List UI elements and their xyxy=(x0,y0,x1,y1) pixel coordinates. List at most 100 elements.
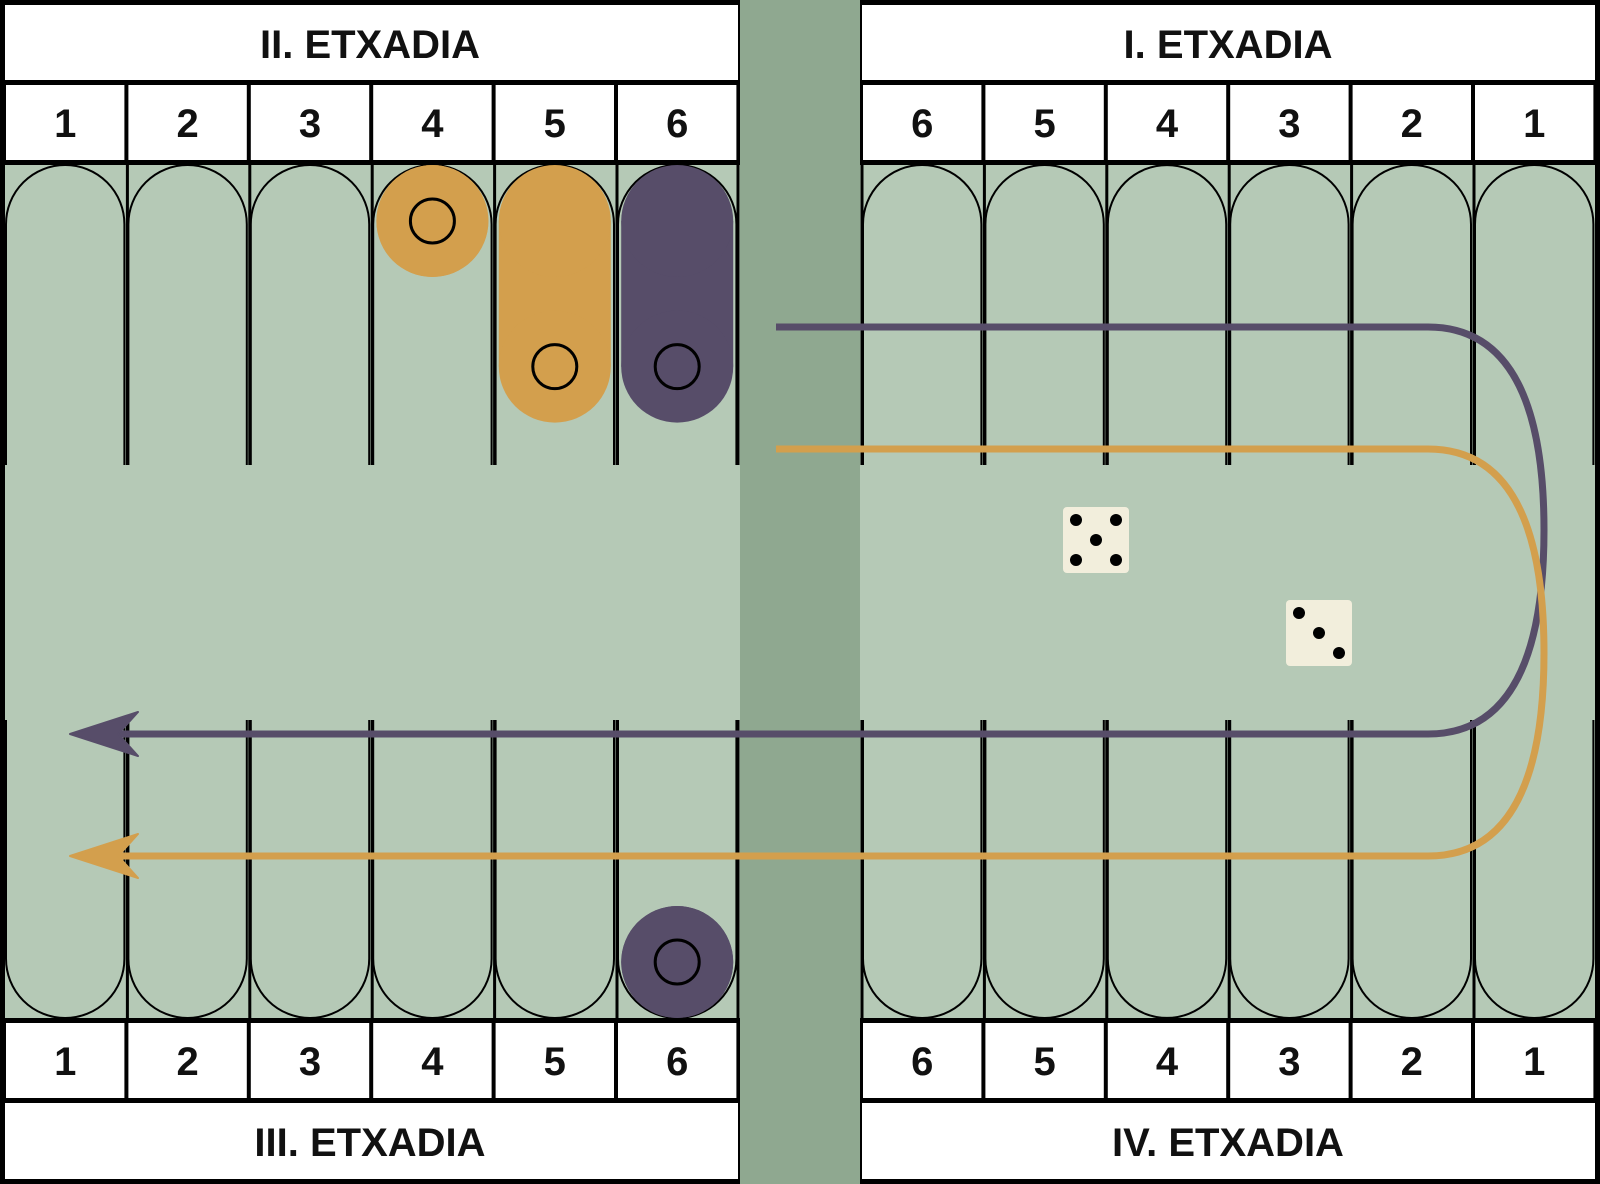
board-point[interactable] xyxy=(5,164,126,465)
board-point[interactable] xyxy=(1474,164,1595,465)
point-number-cell xyxy=(985,1023,1104,1098)
arrow-left-icon xyxy=(69,833,139,879)
checker-icon[interactable] xyxy=(621,165,734,423)
point-number-label: 1 xyxy=(1523,102,1545,146)
checker-ring xyxy=(653,343,701,391)
title-band-top-left xyxy=(5,5,738,80)
point-number-label: 5 xyxy=(1033,102,1055,146)
point-number-cell xyxy=(863,85,982,160)
die-pip xyxy=(1293,607,1305,619)
board-point[interactable] xyxy=(249,164,371,465)
point-number-cell xyxy=(1475,85,1594,160)
board-point[interactable] xyxy=(984,164,1105,465)
checker-icon[interactable] xyxy=(621,906,734,1018)
point-number-cell xyxy=(985,85,1104,160)
board-point[interactable] xyxy=(1229,164,1350,465)
point-number-cell xyxy=(6,1023,125,1098)
checkers xyxy=(376,165,734,1018)
checker-icon[interactable] xyxy=(376,165,489,277)
point-number-label: 5 xyxy=(544,102,566,146)
middle-bar xyxy=(740,0,860,1184)
quadrant-title-III: III. ETXADIA xyxy=(254,1121,485,1165)
point-number-label: 5 xyxy=(1033,1040,1055,1084)
title-band-bottom-left xyxy=(5,1103,738,1179)
board-point[interactable] xyxy=(1351,164,1472,465)
board-point[interactable] xyxy=(127,720,248,1019)
board-point[interactable] xyxy=(862,164,983,465)
point-number-cell xyxy=(128,1023,247,1098)
board-point[interactable] xyxy=(1229,720,1350,1019)
point-number-label: 4 xyxy=(1156,1040,1179,1084)
checker-body xyxy=(376,165,489,277)
board-point[interactable] xyxy=(494,720,615,1019)
checker-body xyxy=(498,165,611,277)
point-number-label: 6 xyxy=(911,1040,933,1084)
point-number-label: 1 xyxy=(54,102,76,146)
point-number-label: 6 xyxy=(666,102,688,146)
checker-body xyxy=(498,310,611,423)
point-number-label: 6 xyxy=(911,102,933,146)
point-number-cell xyxy=(618,85,737,160)
checker-icon[interactable] xyxy=(498,165,611,423)
point-number-cell xyxy=(6,85,125,160)
checker-body xyxy=(621,906,734,1018)
point-number-label: 3 xyxy=(1278,102,1300,146)
point-number-label: 2 xyxy=(1401,102,1423,146)
point-number-label: 4 xyxy=(421,102,444,146)
checker-ring xyxy=(653,938,701,986)
point-number-cell xyxy=(250,1023,370,1098)
point-number-cell xyxy=(863,1023,982,1098)
board-point[interactable] xyxy=(1106,164,1228,465)
point-number-cell xyxy=(1230,85,1349,160)
board-point[interactable] xyxy=(984,720,1105,1019)
title-band-bottom-right xyxy=(862,1103,1595,1179)
board-points xyxy=(5,164,1595,1019)
die-pip xyxy=(1333,647,1345,659)
quadrant-title-IV: IV. ETXADIA xyxy=(1112,1121,1344,1165)
point-number-label: 2 xyxy=(176,1040,198,1084)
point-number-cell xyxy=(1352,1023,1471,1098)
point-number-cell xyxy=(1107,1023,1227,1098)
point-number-label: 5 xyxy=(544,1040,566,1084)
point-number-label: 2 xyxy=(176,102,198,146)
arrow-left-icon xyxy=(69,711,139,757)
checker-body xyxy=(621,310,734,423)
board-point[interactable] xyxy=(249,720,371,1019)
point-number-cell xyxy=(373,85,492,160)
point-number-label: 3 xyxy=(299,102,321,146)
point-number-cell xyxy=(1230,1023,1349,1098)
board-point[interactable] xyxy=(127,164,248,465)
checker-ring xyxy=(408,197,456,245)
point-number-cell xyxy=(373,1023,492,1098)
point-number-label: 4 xyxy=(421,1040,444,1084)
point-number-label: 1 xyxy=(54,1040,76,1084)
point-number-cell xyxy=(495,1023,614,1098)
checker-body xyxy=(621,165,734,277)
die-icon xyxy=(1286,600,1352,666)
orange-move-path xyxy=(100,445,1548,860)
board-point[interactable] xyxy=(862,720,983,1019)
point-dividers xyxy=(125,165,1476,1018)
board-point[interactable] xyxy=(5,720,126,1019)
board-point[interactable] xyxy=(1106,720,1228,1019)
point-number-label: 3 xyxy=(299,1040,321,1084)
title-band-top-right xyxy=(862,5,1595,80)
board-point[interactable] xyxy=(1474,720,1595,1019)
point-number-label: 4 xyxy=(1156,102,1179,146)
die-pip xyxy=(1070,554,1082,566)
board-point[interactable] xyxy=(372,720,493,1019)
die-icon xyxy=(1063,507,1129,573)
checker-ring xyxy=(531,343,579,391)
point-number-label: 2 xyxy=(1401,1040,1423,1084)
purple-move-path xyxy=(100,323,1548,738)
point-number-label: 6 xyxy=(666,1040,688,1084)
die-pip xyxy=(1110,554,1122,566)
point-number-cell xyxy=(250,85,370,160)
die-pip xyxy=(1110,514,1122,526)
point-number-cell xyxy=(1352,85,1471,160)
point-number-label: 1 xyxy=(1523,1040,1545,1084)
board-point[interactable] xyxy=(1351,720,1472,1019)
